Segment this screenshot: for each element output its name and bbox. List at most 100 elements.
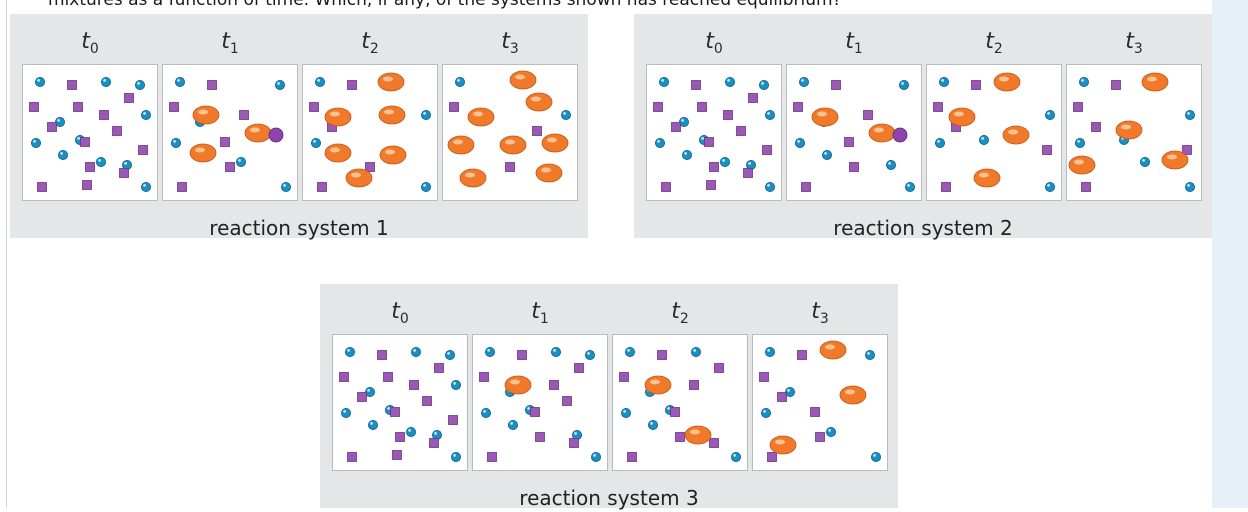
orange-product-molecule (811, 107, 839, 127)
blue-sphere-highlight (143, 184, 146, 187)
orange-product-highlight (465, 172, 475, 178)
blue-sphere-molecule (445, 349, 456, 360)
blue-sphere-molecule (624, 346, 635, 357)
blue-sphere-molecule (654, 138, 665, 149)
molecule-frame-t1 (472, 334, 608, 471)
orange-product-highlight (510, 379, 520, 385)
blue-sphere-molecule (34, 76, 45, 87)
purple-cube-molecule (619, 372, 629, 382)
orange-product-molecule (324, 107, 352, 127)
blue-sphere-molecule (620, 408, 631, 419)
blue-sphere-molecule (1078, 76, 1089, 87)
molecule-frame-t1-art (479, 346, 602, 463)
purple-cube-molecule (317, 182, 327, 192)
orange-product-molecule (525, 92, 553, 112)
blue-sphere-highlight (423, 112, 426, 115)
blue-sphere-highlight (453, 454, 456, 457)
orange-product-highlight (515, 74, 525, 80)
orange-product-highlight (384, 109, 394, 115)
blue-sphere-molecule (1185, 110, 1196, 121)
blue-sphere-highlight (277, 82, 280, 85)
blue-sphere-molecule (720, 157, 731, 168)
blue-sphere-highlight (553, 349, 556, 352)
orange-product-highlight (195, 147, 205, 153)
purple-cube-molecule (82, 180, 92, 190)
orange-product-highlight (825, 344, 835, 350)
orange-product-highlight (531, 96, 541, 102)
purple-cube-molecule (517, 350, 527, 360)
orange-product-highlight (351, 172, 361, 178)
purple-cube-molecule (239, 110, 249, 120)
orange-product-highlight (330, 111, 340, 117)
system-caption: reaction system 1 (209, 216, 389, 240)
blue-sphere-highlight (177, 79, 180, 82)
blue-sphere-highlight (77, 137, 80, 140)
blue-sphere-molecule (886, 160, 897, 171)
blue-sphere-highlight (681, 119, 684, 122)
blue-sphere-highlight (574, 432, 577, 435)
blue-sphere-molecule (760, 408, 771, 419)
blue-sphere-molecule (411, 346, 422, 357)
molecule-frame-t2-art (619, 346, 742, 463)
blue-sphere-molecule (899, 79, 910, 90)
blue-sphere-highlight (828, 429, 831, 432)
blue-sphere-highlight (1081, 79, 1084, 82)
purple-cube-molecule (409, 380, 419, 390)
orange-product-molecule (819, 340, 847, 360)
purple-cube-molecule (697, 102, 707, 112)
purple-cube-molecule (933, 102, 943, 112)
blue-sphere-highlight (657, 140, 660, 143)
purple-cube-molecule (479, 372, 489, 382)
blue-sphere-molecule (682, 150, 693, 161)
blue-sphere-molecule (731, 452, 742, 463)
reaction-system-1-panel: t0 t1 t2 t3 reaction system 1 (10, 14, 588, 240)
purple-cube-molecule (85, 162, 95, 172)
purple-cube-molecule (670, 407, 680, 417)
blue-sphere-highlight (888, 162, 891, 165)
purple-cube-molecule (691, 80, 701, 90)
blue-sphere-molecule (865, 349, 876, 360)
orange-product-molecule (459, 168, 487, 188)
blue-sphere-molecule (421, 110, 432, 121)
blue-sphere-molecule (236, 157, 247, 168)
purple-cube-molecule (709, 438, 719, 448)
blue-sphere-molecule (484, 346, 495, 357)
orange-product-molecule (378, 105, 406, 125)
blue-sphere-molecule (96, 157, 107, 168)
blue-sphere-molecule (1045, 110, 1056, 121)
purple-cube-molecule (395, 432, 405, 442)
time-label-t3: t3 (811, 299, 829, 327)
purple-cube-molecule (777, 392, 787, 402)
orange-product-molecule (192, 105, 220, 125)
purple-cube-molecule (653, 102, 663, 112)
purple-cube-molecule (831, 80, 841, 90)
purple-cube-molecule (119, 168, 129, 178)
purple-cube-molecule (434, 363, 444, 373)
purple-cube-molecule (793, 102, 803, 112)
blue-sphere-highlight (733, 454, 736, 457)
blue-sphere-molecule (406, 427, 417, 438)
blue-sphere-highlight (727, 79, 730, 82)
blue-sphere-molecule (141, 110, 152, 121)
molecule-frame-t0 (22, 64, 158, 201)
blue-sphere-highlight (238, 159, 241, 162)
left-margin-rule (6, 0, 7, 508)
blue-sphere-molecule (725, 76, 736, 87)
orange-product-molecule (504, 375, 532, 395)
blue-sphere-highlight (761, 82, 764, 85)
orange-product-highlight (775, 439, 785, 445)
blue-sphere-highlight (722, 159, 725, 162)
blue-sphere-highlight (33, 140, 36, 143)
blue-sphere-highlight (563, 112, 566, 115)
purple-sphere-molecule (892, 127, 908, 143)
purple-cube-molecule (569, 438, 579, 448)
blue-sphere-highlight (593, 454, 596, 457)
purple-cube-molecule (748, 93, 758, 103)
molecule-frame-t2 (302, 64, 438, 201)
blue-sphere-molecule (591, 452, 602, 463)
purple-cube-molecule (675, 432, 685, 442)
purple-cube-molecule (37, 182, 47, 192)
time-label-t2: t2 (671, 299, 689, 327)
orange-product-molecule (993, 72, 1021, 92)
blue-sphere-highlight (423, 184, 426, 187)
